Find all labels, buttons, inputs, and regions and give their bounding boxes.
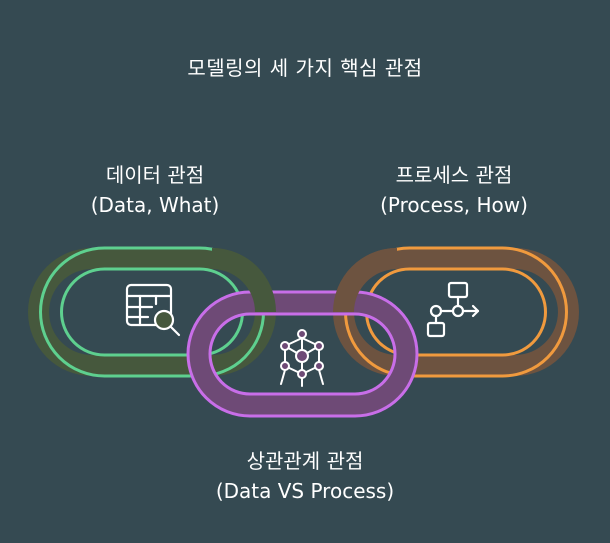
flowchart-icon	[426, 281, 480, 338]
process-perspective-name: 프로세스 관점	[395, 163, 513, 187]
data-perspective-name: 데이터 관점	[105, 163, 205, 187]
relation-chain-link	[186, 290, 419, 418]
network-structure-icon	[280, 329, 324, 387]
process-perspective-label: 프로세스 관점 (Process, How)	[338, 160, 570, 220]
relation-perspective-label: 상관관계 관점 (Data VS Process)	[175, 446, 435, 506]
diagram-title: 모델링의 세 가지 핵심 관점	[187, 56, 423, 80]
data-perspective-sub: (Data, What)	[90, 193, 220, 217]
data-link-overlap	[212, 248, 276, 312]
data-table-search-icon	[125, 283, 181, 337]
data-perspective-label: 데이터 관점 (Data, What)	[40, 160, 270, 220]
relation-perspective-sub: (Data VS Process)	[215, 479, 395, 503]
relation-perspective-name: 상관관계 관점	[246, 449, 364, 473]
process-link-overlap	[333, 248, 397, 312]
process-perspective-sub: (Process, How)	[380, 193, 528, 217]
